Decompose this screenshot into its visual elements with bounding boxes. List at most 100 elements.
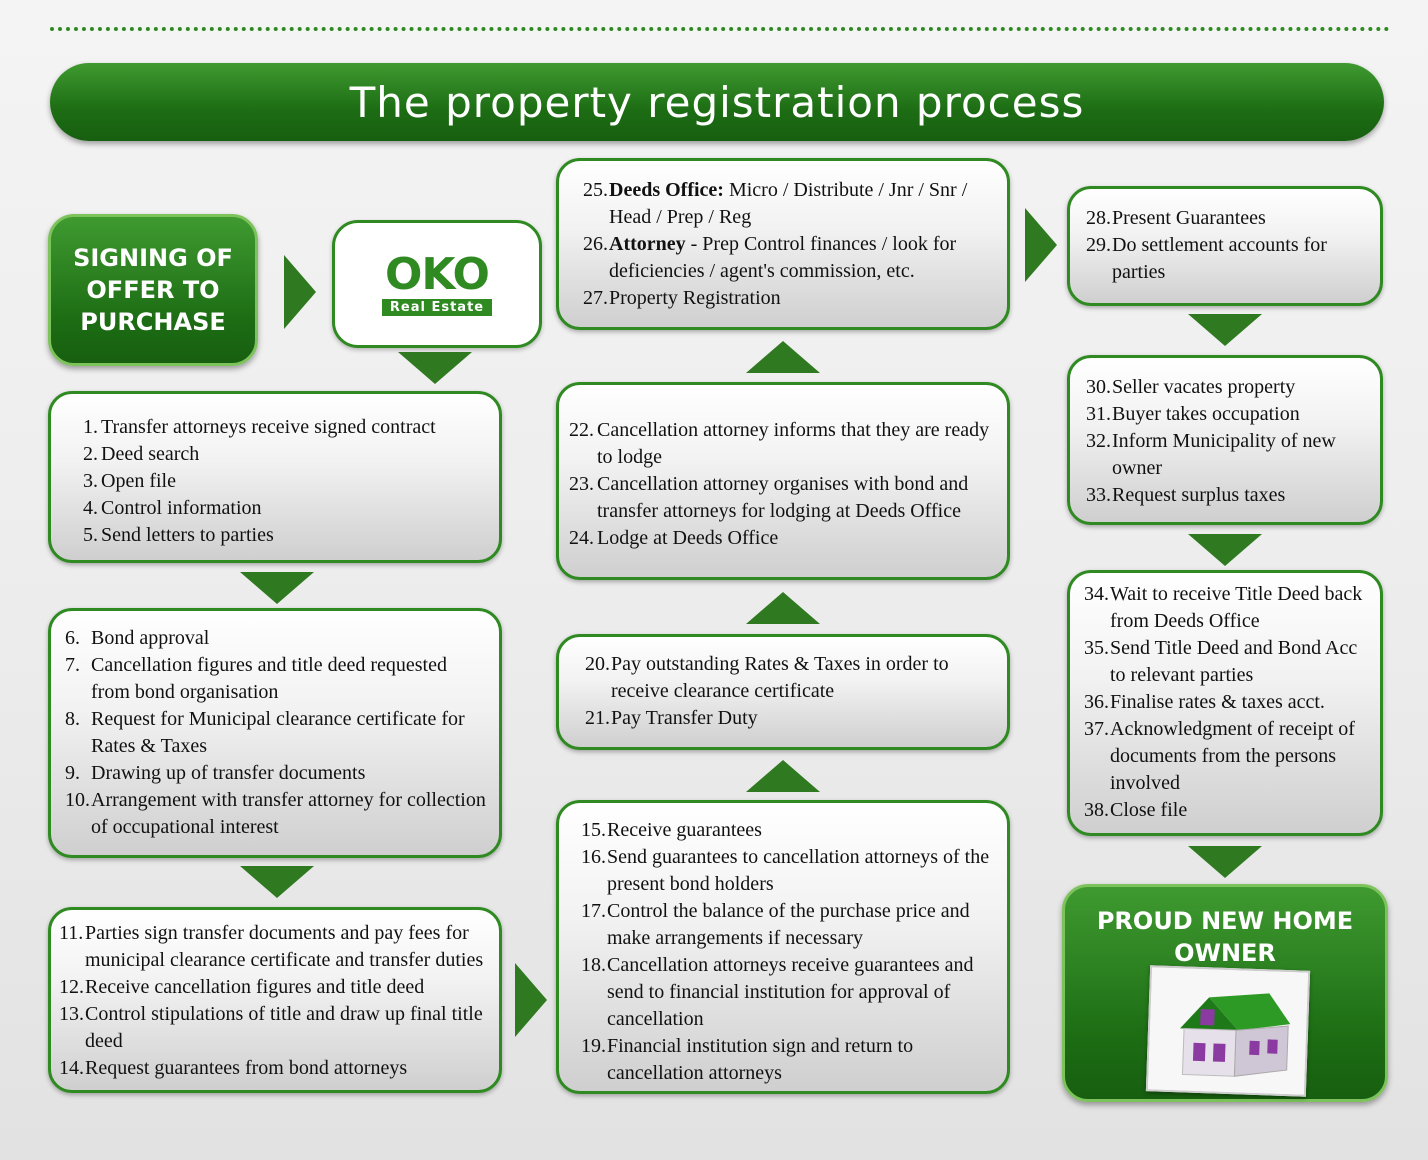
step-number: 16. bbox=[581, 846, 606, 868]
step-box-20-21: 20.Pay outstanding Rates & Taxes in orde… bbox=[556, 634, 1010, 750]
arrow-down-icon bbox=[1188, 314, 1262, 346]
step-number: 21. bbox=[585, 707, 610, 729]
step-item: 10.Arrangement with transfer attorney fo… bbox=[65, 787, 489, 841]
step-item: 7. Cancellation figures and title deed re… bbox=[65, 652, 489, 706]
step-text: Close file bbox=[1110, 799, 1188, 821]
arrow-up-icon bbox=[746, 760, 820, 792]
step-box-34-38: 34.Wait to receive Title Deed back from … bbox=[1067, 570, 1383, 836]
step-item: 4.Control information bbox=[83, 495, 489, 522]
step-number: 12. bbox=[59, 976, 84, 998]
step-text: Send Title Deed and Bond Acc to relevant… bbox=[1110, 637, 1358, 686]
step-text: Lodge at Deeds Office bbox=[597, 527, 779, 549]
step-item: 6.Bond approval bbox=[65, 625, 489, 652]
step-item: 34.Wait to receive Title Deed back from … bbox=[1084, 581, 1374, 635]
step-number: 19. bbox=[581, 1035, 606, 1057]
step-number: 9. bbox=[65, 762, 80, 784]
step-text: Wait to receive Title Deed back from Dee… bbox=[1110, 583, 1363, 632]
step-number: 38. bbox=[1084, 799, 1109, 821]
step-box-1-5: 1.Transfer attorneys receive signed cont… bbox=[48, 391, 502, 563]
step-item: 8.Request for Municipal clearance certif… bbox=[65, 706, 489, 760]
step-item: 11.Parties sign transfer documents and p… bbox=[59, 920, 497, 974]
step-number: 2. bbox=[83, 443, 98, 465]
step-text: Bond approval bbox=[91, 627, 210, 649]
step-item: 30.Seller vacates property bbox=[1086, 374, 1370, 401]
step-bold-label: Attorney bbox=[609, 233, 686, 255]
step-item: 15.Receive guarantees bbox=[581, 817, 997, 844]
step-item: 17.Control the balance of the purchase p… bbox=[581, 898, 997, 952]
step-number: 4. bbox=[83, 497, 98, 519]
step-item: 27. Property Registration bbox=[583, 285, 997, 312]
step-text: Cancellation figures and title deed requ… bbox=[91, 654, 447, 703]
dotted-divider bbox=[50, 27, 1390, 31]
step-text: Send letters to parties bbox=[101, 524, 274, 546]
step-text: Do settlement accounts for parties bbox=[1112, 234, 1327, 283]
step-item: 32.Inform Municipality of new owner bbox=[1086, 428, 1370, 482]
step-text: Cancellation attorneys receive guarantee… bbox=[607, 954, 974, 1030]
step-box-22-24: 22.Cancellation attorney informs that th… bbox=[556, 382, 1010, 580]
oko-logo: OKO Real Estate bbox=[332, 220, 542, 348]
arrow-right-icon bbox=[515, 963, 547, 1037]
step-number: 18. bbox=[581, 954, 606, 976]
step-item: 3.Open file bbox=[83, 468, 489, 495]
step-text: Request surplus taxes bbox=[1112, 484, 1286, 506]
step-item: 31.Buyer takes occupation bbox=[1086, 401, 1370, 428]
step-text: Micro / Distribute / Jnr / Snr / Head / … bbox=[609, 179, 968, 228]
step-number: 13. bbox=[59, 1003, 84, 1025]
house-icon bbox=[1145, 965, 1311, 1097]
signing-offer-box: SIGNING OF OFFER TO PURCHASE bbox=[48, 214, 258, 366]
step-item: 22.Cancellation attorney informs that th… bbox=[569, 417, 997, 471]
step-text: Cancellation attorney organises with bon… bbox=[597, 473, 969, 522]
step-number: 23. bbox=[569, 473, 594, 495]
step-text: Pay Transfer Duty bbox=[611, 707, 758, 729]
arrow-right-icon bbox=[1025, 208, 1057, 282]
step-number: 31. bbox=[1086, 403, 1111, 425]
step-text: Parties sign transfer documents and pay … bbox=[85, 922, 484, 971]
step-number: 1. bbox=[83, 416, 98, 438]
step-text: Receive cancellation figures and title d… bbox=[85, 976, 425, 998]
step-item: 24.Lodge at Deeds Office bbox=[569, 525, 997, 552]
arrow-down-icon bbox=[240, 866, 314, 898]
step-item: 2.Deed search bbox=[83, 441, 489, 468]
step-item: 25.Deeds Office: Micro / Distribute / Jn… bbox=[583, 177, 997, 231]
step-item: 9.Drawing up of transfer documents bbox=[65, 760, 489, 787]
step-bold-label: Deeds Office: bbox=[609, 179, 724, 201]
step-number: 33. bbox=[1086, 484, 1111, 506]
step-text: - Prep Control finances / look for defic… bbox=[609, 233, 957, 282]
step-text: Present Guarantees bbox=[1112, 207, 1266, 229]
step-number: 27. bbox=[583, 287, 608, 309]
step-number: 10. bbox=[65, 789, 90, 811]
step-number: 26. bbox=[583, 233, 608, 255]
step-list: 11.Parties sign transfer documents and p… bbox=[59, 920, 497, 1082]
step-number: 32. bbox=[1086, 430, 1111, 452]
step-text: Control the balance of the purchase pric… bbox=[607, 900, 970, 949]
step-item: 23.Cancellation attorney organises with … bbox=[569, 471, 997, 525]
step-number: 17. bbox=[581, 900, 606, 922]
step-number: 28. bbox=[1086, 207, 1111, 229]
step-text: Send guarantees to cancellation attorney… bbox=[607, 846, 990, 895]
step-number: 35. bbox=[1084, 637, 1109, 659]
step-item: 13.Control stipulations of title and dra… bbox=[59, 1001, 497, 1055]
step-box-25-27: 25.Deeds Office: Micro / Distribute / Jn… bbox=[556, 158, 1010, 330]
step-list: 34.Wait to receive Title Deed back from … bbox=[1084, 581, 1374, 824]
step-list: 22.Cancellation attorney informs that th… bbox=[569, 417, 997, 552]
step-number: 29. bbox=[1086, 234, 1111, 256]
step-item: 1.Transfer attorneys receive signed cont… bbox=[83, 414, 489, 441]
step-number: 22. bbox=[569, 419, 594, 441]
arrow-right-icon bbox=[284, 255, 316, 329]
step-list: 25.Deeds Office: Micro / Distribute / Jn… bbox=[583, 177, 997, 312]
step-number: 30. bbox=[1086, 376, 1111, 398]
page-title: The property registration process bbox=[349, 77, 1085, 127]
step-number: 24. bbox=[569, 527, 594, 549]
step-item: 5.Send letters to parties bbox=[83, 522, 489, 549]
arrow-down-icon bbox=[1188, 846, 1262, 878]
step-item: 21.Pay Transfer Duty bbox=[585, 705, 997, 732]
step-number: 7. bbox=[65, 654, 80, 676]
step-text: Deed search bbox=[101, 443, 200, 465]
step-text: Open file bbox=[101, 470, 176, 492]
step-item: 36.Finalise rates & taxes acct. bbox=[1084, 689, 1374, 716]
